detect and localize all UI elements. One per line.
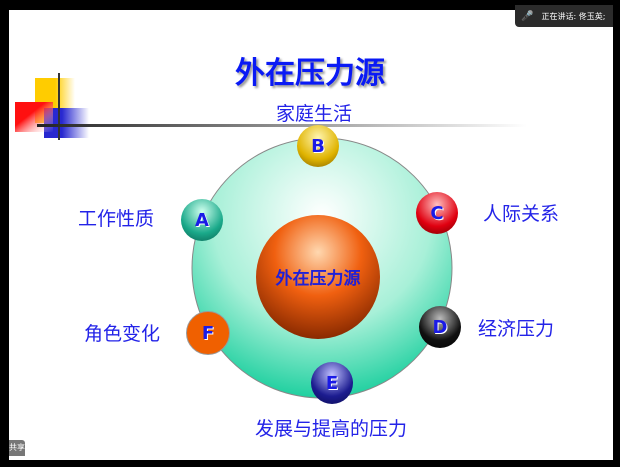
label-a: 工作性质: [78, 208, 155, 230]
node-e[interactable]: E: [311, 362, 353, 404]
node-b[interactable]: B: [297, 125, 339, 167]
slide-title: 外在压力源: [235, 56, 385, 91]
label-c: 人际关系: [483, 203, 560, 225]
node-f[interactable]: F: [186, 311, 230, 355]
mic-muted-icon: 🎤: [521, 10, 534, 22]
node-d[interactable]: D: [419, 306, 461, 348]
center-label: 外在压力源: [275, 269, 361, 289]
label-f: 角色变化: [84, 323, 161, 345]
speaking-label: 正在讲话: 佟玉英;: [541, 11, 606, 21]
center-ball: [256, 215, 380, 339]
node-c[interactable]: C: [416, 192, 458, 234]
speaking-indicator: 🎤 正在讲话: 佟玉英;: [515, 5, 613, 27]
label-e: 发展与提高的压力: [255, 418, 408, 440]
label-b: 家庭生活: [276, 103, 353, 125]
label-d: 经济压力: [478, 318, 555, 340]
node-a[interactable]: A: [181, 199, 223, 241]
share-button[interactable]: 共享: [9, 440, 25, 456]
